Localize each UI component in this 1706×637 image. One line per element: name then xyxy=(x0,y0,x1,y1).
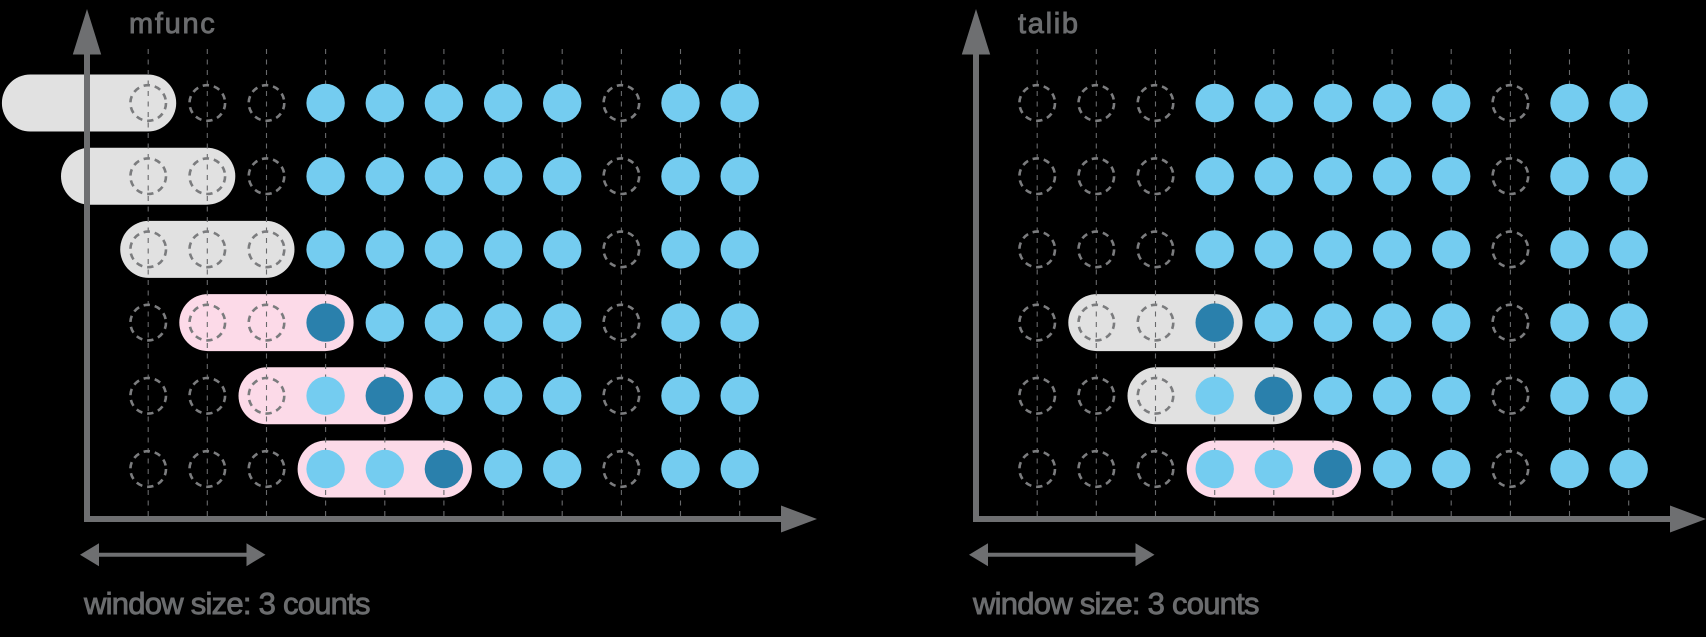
svg-text:window size: 3 counts: window size: 3 counts xyxy=(83,586,370,621)
svg-text:window size: 3 counts: window size: 3 counts xyxy=(972,586,1259,621)
svg-text:mfunc: mfunc xyxy=(129,8,216,40)
svg-text:talib: talib xyxy=(1018,8,1080,40)
